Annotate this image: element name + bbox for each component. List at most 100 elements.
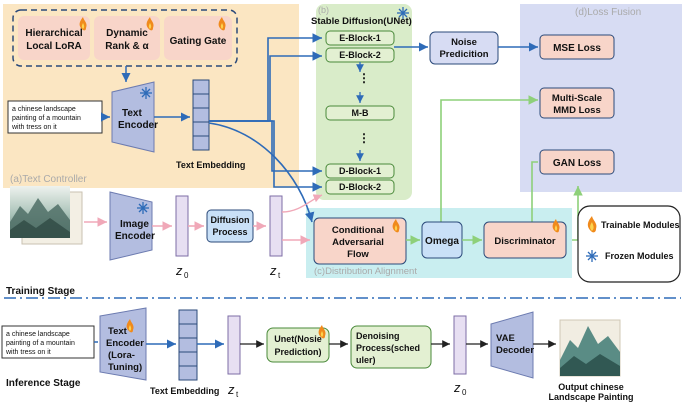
inference-zt-subscript: t [236,390,239,399]
diffusion-process-line1: Diffusion [211,215,250,225]
snowflake-icon [137,202,149,214]
inference-z0-subscript: 0 [462,388,467,397]
unet-block-d2-label: D-Block-2 [339,182,381,192]
output-line1: Output chinese [558,382,624,392]
module-gating-gate-label: Gating Gate [170,36,227,47]
gan-loss-box: GAN Loss [539,149,615,175]
training-prompt-line3: with tress on it [11,124,57,131]
inference-unet-line1: Unet(Nosie [274,334,322,344]
snowflake-icon [586,250,598,262]
inference-zt-bar [227,315,241,375]
output-line2: Landscape Painting [548,392,633,402]
noise-prediction-line1: Noise [451,37,477,48]
module-hierarchical-lora-line1: Hierarchical [25,28,82,39]
training-prompt-box [7,100,103,134]
inference-encoder-line4: Tuning) [108,362,142,373]
flame-icon [79,17,87,31]
diffusion-process-line2: Process [212,227,247,237]
inference-z0-label: z [453,380,461,395]
discriminator-box: Discriminator [483,221,567,259]
inference-prompt-box [1,325,95,359]
flame-icon [218,17,226,31]
unet-block-mid-label: M-B [352,108,369,118]
module-dynamic-rank: Dynamic Rank & α [94,16,160,60]
text-encoder-line2: Encoder [118,120,158,131]
vae-decoder-line1: VAE [496,333,515,344]
gan-loss-label: GAN Loss [553,158,602,169]
inference-z0-bar [453,315,467,375]
inference-prompt-line2: painting of a mountain [6,340,75,347]
legend-frozen-label: Frozen Modules [605,251,674,261]
latent-z0-bar [175,195,189,257]
inference-prompt-line3: with tress on it [5,349,51,356]
text-embedding-stack [192,79,210,151]
inference-unet-box: Unet(Nosie Prediction) [266,327,330,363]
latent-zt-bar [269,195,283,257]
mmd-loss-line2: MMD Loss [553,105,601,116]
module-gating-gate: Gating Gate [164,16,232,60]
output-painting-image [559,319,621,377]
caf-line2: Adversarial [332,237,384,248]
denoising-line2: Process(sched [356,343,420,353]
ellipsis-dots: ⋮ [358,131,370,145]
mse-loss-box: MSE Loss [539,34,615,60]
ellipsis-dots: ⋮ [358,71,370,85]
inference-prompt-line1: a chinese landscape [6,331,70,338]
module-hierarchical-lora-line2: Local LoRA [26,41,82,52]
loss-fusion-section-label: (d)Loss Fusion [575,7,641,18]
mse-loss-label: MSE Loss [553,43,601,54]
unet-block-d1-label: D-Block-1 [339,166,381,176]
image-encoder-line1: Image [120,219,149,230]
legend-box: Trainable Modules Frozen Modules [577,205,681,283]
snowflake-icon [397,7,409,19]
unet-block-mid: M-B [325,105,395,121]
flame-icon [126,319,134,333]
flame-icon [552,219,560,233]
inference-text-encoder [99,307,147,381]
vae-decoder [490,311,534,379]
unet-block-e1-label: E-Block-1 [339,33,381,43]
vae-decoder-line2: Decoder [496,345,534,356]
omega-box: Omega [421,221,463,259]
mmd-loss-line1: Multi-Scale [552,93,602,104]
noise-prediction-line2: Predicition [439,49,488,60]
text-controller-section-label: (a)Text Controller [10,174,87,185]
unet-block-e1: E-Block-1 [325,30,395,46]
inference-zt-label: z [227,382,235,397]
text-embedding-label: Text Embedding [176,160,245,170]
unet-block-d2: D-Block-2 [325,179,395,195]
unet-section-label: (b) [318,5,329,15]
snowflake-icon [140,87,152,99]
text-encoder-line1: Text [122,108,142,119]
legend-trainable-label: Trainable Modules [601,220,680,230]
noise-prediction-box: Noise Predicition [429,31,499,65]
alignment-section-label: (c)Distribution Alignment [314,266,417,277]
input-painting-image [10,186,83,245]
module-dynamic-rank-line1: Dynamic [106,28,148,39]
denoising-line3: uler) [356,355,376,365]
flame-icon [318,325,326,339]
caf-box: Conditional Adversarial Flow [313,217,407,265]
caf-line3: Flow [347,249,369,260]
z0-label: z [175,263,183,278]
inference-embedding-stack [178,309,198,381]
unet-block-e2: E-Block-2 [325,47,395,63]
discriminator-label: Discriminator [494,236,556,247]
unet-block-e2-label: E-Block-2 [339,50,381,60]
zt-subscript: t [278,271,281,280]
caf-line1: Conditional [332,225,384,236]
diffusion-process-box: Diffusion Process [206,209,254,243]
inference-encoder-line1: Text [108,326,128,337]
inference-unet-line2: Prediction) [274,347,321,357]
text-encoder [111,81,155,153]
inference-encoder-line3: (Lora- [108,350,135,361]
denoising-line1: Denoising [356,331,400,341]
denoising-process-box: Denoising Process(sched uler) [350,325,432,369]
flame-icon [587,216,597,233]
z0-subscript: 0 [184,271,189,280]
module-hierarchical-lora: Hierarchical Local LoRA [18,16,90,60]
image-encoder-line2: Encoder [115,231,155,242]
